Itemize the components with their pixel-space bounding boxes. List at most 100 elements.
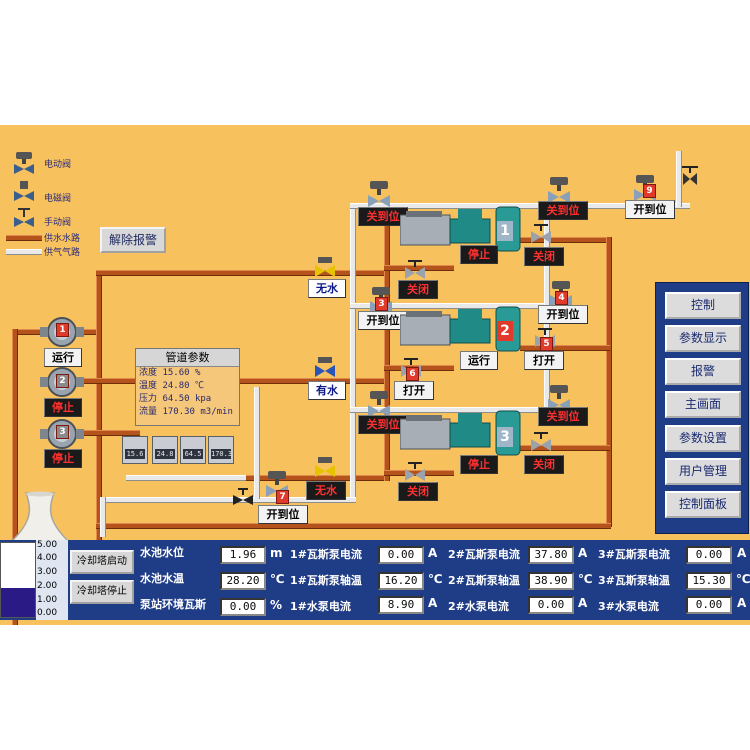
w1-current-unit: A xyxy=(428,596,438,610)
station-gas-value: 0.00 xyxy=(220,598,266,616)
gas-pipe xyxy=(350,303,550,309)
valve-5-badge: 5 xyxy=(540,337,553,351)
pool-level-tank xyxy=(0,542,36,618)
bottom-left-valve-status: 开到位 xyxy=(258,505,308,524)
gas-pipe xyxy=(100,497,356,503)
pump3-solenoid-status: 关闭 xyxy=(524,455,564,474)
electric-valve-icon xyxy=(368,391,390,417)
p2-bearing-value: 38.90 xyxy=(528,572,574,590)
p1-current-unit: A xyxy=(428,546,438,560)
w3-current-label: 3#水泵电流 xyxy=(598,600,659,613)
valve-7-badge: 7 xyxy=(276,490,289,504)
p1-current-label: 1#瓦斯泵电流 xyxy=(290,548,362,561)
menu-param-settings[interactable]: 参数设置 xyxy=(665,425,741,452)
scale-tick-label: 5.00 xyxy=(37,540,58,550)
water-pipe xyxy=(384,221,390,481)
menu-user-management[interactable]: 用户管理 xyxy=(665,458,741,485)
water-sensor-bottom-icon xyxy=(315,457,335,477)
water-pipe xyxy=(520,237,610,243)
manual-valve-icon xyxy=(405,260,425,279)
legend-gas-pipe-swatch xyxy=(6,249,42,255)
meter-display: 15.6 xyxy=(125,449,145,459)
vacuum-pump-2-status: 运行 xyxy=(460,351,498,370)
station-gas-label: 泵站环境瓦斯 xyxy=(140,598,206,611)
solenoid-valve-icon xyxy=(14,181,34,201)
p2-bearing-label: 2#瓦斯泵轴温 xyxy=(448,574,520,587)
electric-valve-icon xyxy=(368,181,390,207)
menu-main-screen[interactable]: 主画面 xyxy=(665,391,741,418)
p1-bearing-value: 16.20 xyxy=(378,572,424,590)
pipe-param-row: 温度 24.80 ℃ xyxy=(139,381,204,391)
manual-valve-icon xyxy=(405,462,425,481)
w1-current-label: 1#水泵电流 xyxy=(290,600,351,613)
menu-alarm[interactable]: 报警 xyxy=(665,358,741,385)
p2-current-value: 37.80 xyxy=(528,546,574,564)
p1-bearing-unit: ℃ xyxy=(428,572,443,586)
menu-param-display[interactable]: 参数显示 xyxy=(665,325,741,352)
legend-water-pipe-text: 供水水路 xyxy=(44,234,81,244)
p2-current-label: 2#瓦斯泵电流 xyxy=(448,548,520,561)
gas-pipe xyxy=(350,203,690,209)
water-pipe xyxy=(60,430,140,436)
pump2-side-valve-status: 开到位 xyxy=(538,305,588,324)
valve-4-badge: 4 xyxy=(555,291,568,305)
scale-tick-label: 2.00 xyxy=(37,581,58,591)
meter-temperature: 24.8 xyxy=(152,436,178,464)
gas-pipe xyxy=(350,407,550,413)
water-pipe xyxy=(96,523,611,529)
meter-display: 24.8 xyxy=(155,449,175,459)
manual-valve-icon xyxy=(233,488,253,505)
p2-bearing-unit: ℃ xyxy=(578,572,593,586)
bottom-data-bar: 5.00 4.00 3.00 2.00 1.00 0.00 冷却塔启动 冷却塔停… xyxy=(0,540,750,620)
top-right-valve-status: 开到位 xyxy=(625,200,675,219)
pipe-param-row: 浓度 15.60 % xyxy=(139,368,201,378)
legend-water-pipe-swatch xyxy=(6,235,42,241)
pump-2-status: 停止 xyxy=(44,398,82,417)
pump-3-number-badge: 3 xyxy=(56,425,69,439)
water-sensor-middle-icon xyxy=(315,357,335,377)
water-indicator-top: 无水 xyxy=(308,279,346,298)
meter-flow: 170.3 xyxy=(208,436,234,464)
water-pipe xyxy=(520,345,610,351)
legend-gas-pipe-text: 供气气路 xyxy=(44,248,81,258)
pump2-outlet-status: 打开 xyxy=(394,381,434,400)
vacuum-pump-3-number: 3 xyxy=(497,427,513,447)
pump-2-number-badge: 2 xyxy=(56,374,69,388)
manual-valve-icon xyxy=(14,208,34,227)
cooling-tower-start-button[interactable]: 冷却塔启动 xyxy=(70,550,134,574)
w2-current-value: 0.00 xyxy=(528,596,574,614)
clear-alarm-button[interactable]: 解除报警 xyxy=(100,227,166,253)
vacuum-pump-2-number: 2 xyxy=(497,321,513,341)
vacuum-pump-1-number: 1 xyxy=(497,221,513,241)
p3-current-value: 0.00 xyxy=(686,546,732,564)
water-indicator-middle: 有水 xyxy=(308,381,346,400)
p3-bearing-label: 3#瓦斯泵轴温 xyxy=(598,574,670,587)
meter-display: 64.5 xyxy=(183,449,203,459)
p3-bearing-unit: ℃ xyxy=(736,572,750,586)
pool-level-fill xyxy=(1,588,35,617)
water-pipe xyxy=(12,329,58,335)
vacuum-pump-1-icon xyxy=(400,206,521,252)
pump3-outlet-status: 关闭 xyxy=(398,482,438,501)
gas-pipe xyxy=(126,475,246,481)
pump-1-number-badge: 1 xyxy=(56,323,69,337)
gas-pipe xyxy=(676,151,682,207)
p3-current-unit: A xyxy=(737,546,747,560)
w3-current-unit: A xyxy=(737,596,747,610)
pool-level-label: 水池水位 xyxy=(140,546,184,559)
menu-control-panel[interactable]: 控制面板 xyxy=(665,491,741,518)
p3-bearing-value: 15.30 xyxy=(686,572,732,590)
pool-level-value: 1.96 xyxy=(220,546,266,564)
gas-pipe xyxy=(254,387,260,499)
w2-current-unit: A xyxy=(578,596,588,610)
manual-valve-icon xyxy=(531,432,551,451)
pool-temp-value: 28.20 xyxy=(220,572,266,590)
pipe-param-row: 压力 64.50 kpa xyxy=(139,394,212,404)
pipe-params-title: 管道参数 xyxy=(136,349,239,367)
vacuum-pump-1-status: 停止 xyxy=(460,245,498,264)
menu-control[interactable]: 控制 xyxy=(665,292,741,319)
pump2-inlet-valve-status: 开到位 xyxy=(358,311,408,330)
cooling-tower-stop-button[interactable]: 冷却塔停止 xyxy=(70,580,134,604)
scale-tick-label: 3.00 xyxy=(37,567,58,577)
scale-tick-label: 4.00 xyxy=(37,553,58,563)
